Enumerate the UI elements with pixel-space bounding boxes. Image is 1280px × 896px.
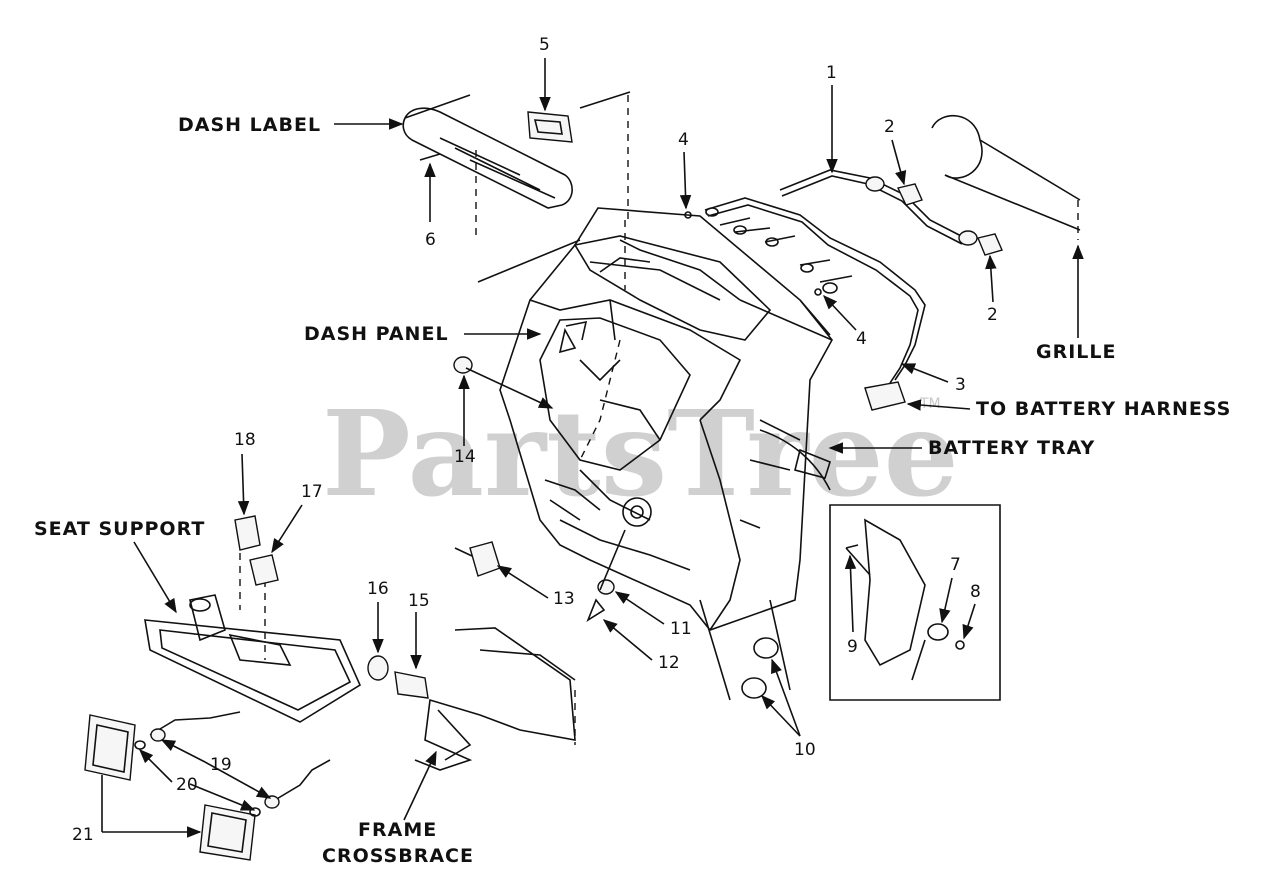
callout-20: 20 [176,775,198,795]
callout-2-top: 2 [884,117,895,137]
callout-15: 15 [408,591,430,611]
callout-6: 6 [425,230,436,250]
seat-support-part [144,540,362,723]
screw-part-6 [419,153,441,161]
callout-5: 5 [539,35,550,55]
connector-parts-15-16 [367,655,429,699]
frame-crossbrace-part [414,627,576,771]
callout-14: 14 [454,447,476,467]
callout-13: 13 [553,589,575,609]
callout-9: 9 [847,637,858,657]
watermark-text: PartsTree [322,384,959,523]
callout-10: 10 [794,740,816,760]
label-crossbrace: CROSSBRACE [322,845,474,867]
callout-17: 17 [301,482,323,502]
callout-21: 21 [72,825,94,845]
battery-tray-part [699,429,1001,701]
dash-panel-part [477,207,833,631]
callout-4-right: 4 [856,329,867,349]
label-battery-tray: BATTERY TRAY [928,437,1095,459]
label-dash-label: DASH LABEL [178,114,321,136]
headlight-parts-19-21 [84,711,331,861]
callout-2-bottom: 2 [987,305,998,325]
label-frame: FRAME [358,819,437,841]
callout-4-top: 4 [678,130,689,150]
callout-19: 19 [210,755,232,775]
callout-1: 1 [826,63,837,83]
callout-8: 8 [970,582,981,602]
label-grille: GRILLE [1036,341,1117,363]
callout-3: 3 [955,375,966,395]
wiring-harness-part [684,115,1081,411]
label-seat-support: SEAT SUPPORT [34,518,205,540]
label-dash-panel: DASH PANEL [304,323,449,345]
callout-12: 12 [658,653,680,673]
callout-11: 11 [670,619,692,639]
leader-lines [101,58,1084,838]
label-to-battery-harness: TO BATTERY HARNESS [976,398,1231,420]
callout-18: 18 [234,430,256,450]
callout-7: 7 [950,555,961,575]
switch-parts-17-18 [234,515,279,586]
callout-16: 16 [367,579,389,599]
dash-label-part [402,91,631,235]
watermark-trademark: TM [919,396,941,412]
